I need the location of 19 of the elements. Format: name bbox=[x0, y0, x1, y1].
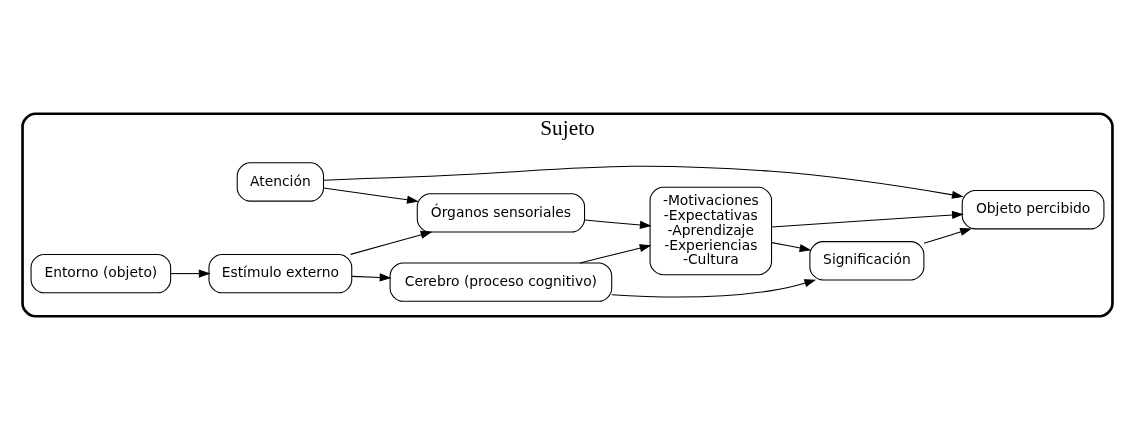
node-box: Órganos sensoriales bbox=[416, 192, 586, 233]
arrow bbox=[323, 186, 419, 204]
arrow bbox=[771, 241, 812, 252]
arrow bbox=[579, 243, 652, 263]
node-box: Cerebro (proceso cognitivo) bbox=[389, 261, 613, 302]
arrow bbox=[611, 278, 817, 298]
node-box: Estímulo externo bbox=[208, 253, 353, 293]
arrow bbox=[351, 272, 392, 282]
arrow bbox=[170, 269, 211, 278]
node-box: -Motivaciones -Expectativas -Aprendizaje -Experiencias -Cultura bbox=[649, 186, 773, 275]
arrow bbox=[771, 210, 964, 228]
arrow bbox=[923, 227, 972, 244]
node-box: Objeto percibido bbox=[961, 189, 1105, 229]
node-box: Atención bbox=[236, 161, 325, 202]
node-box: Significación bbox=[809, 240, 925, 281]
arrow bbox=[350, 230, 433, 255]
node-box: Entorno (objeto) bbox=[30, 253, 172, 293]
arrow bbox=[584, 219, 652, 229]
arrow bbox=[323, 165, 964, 199]
